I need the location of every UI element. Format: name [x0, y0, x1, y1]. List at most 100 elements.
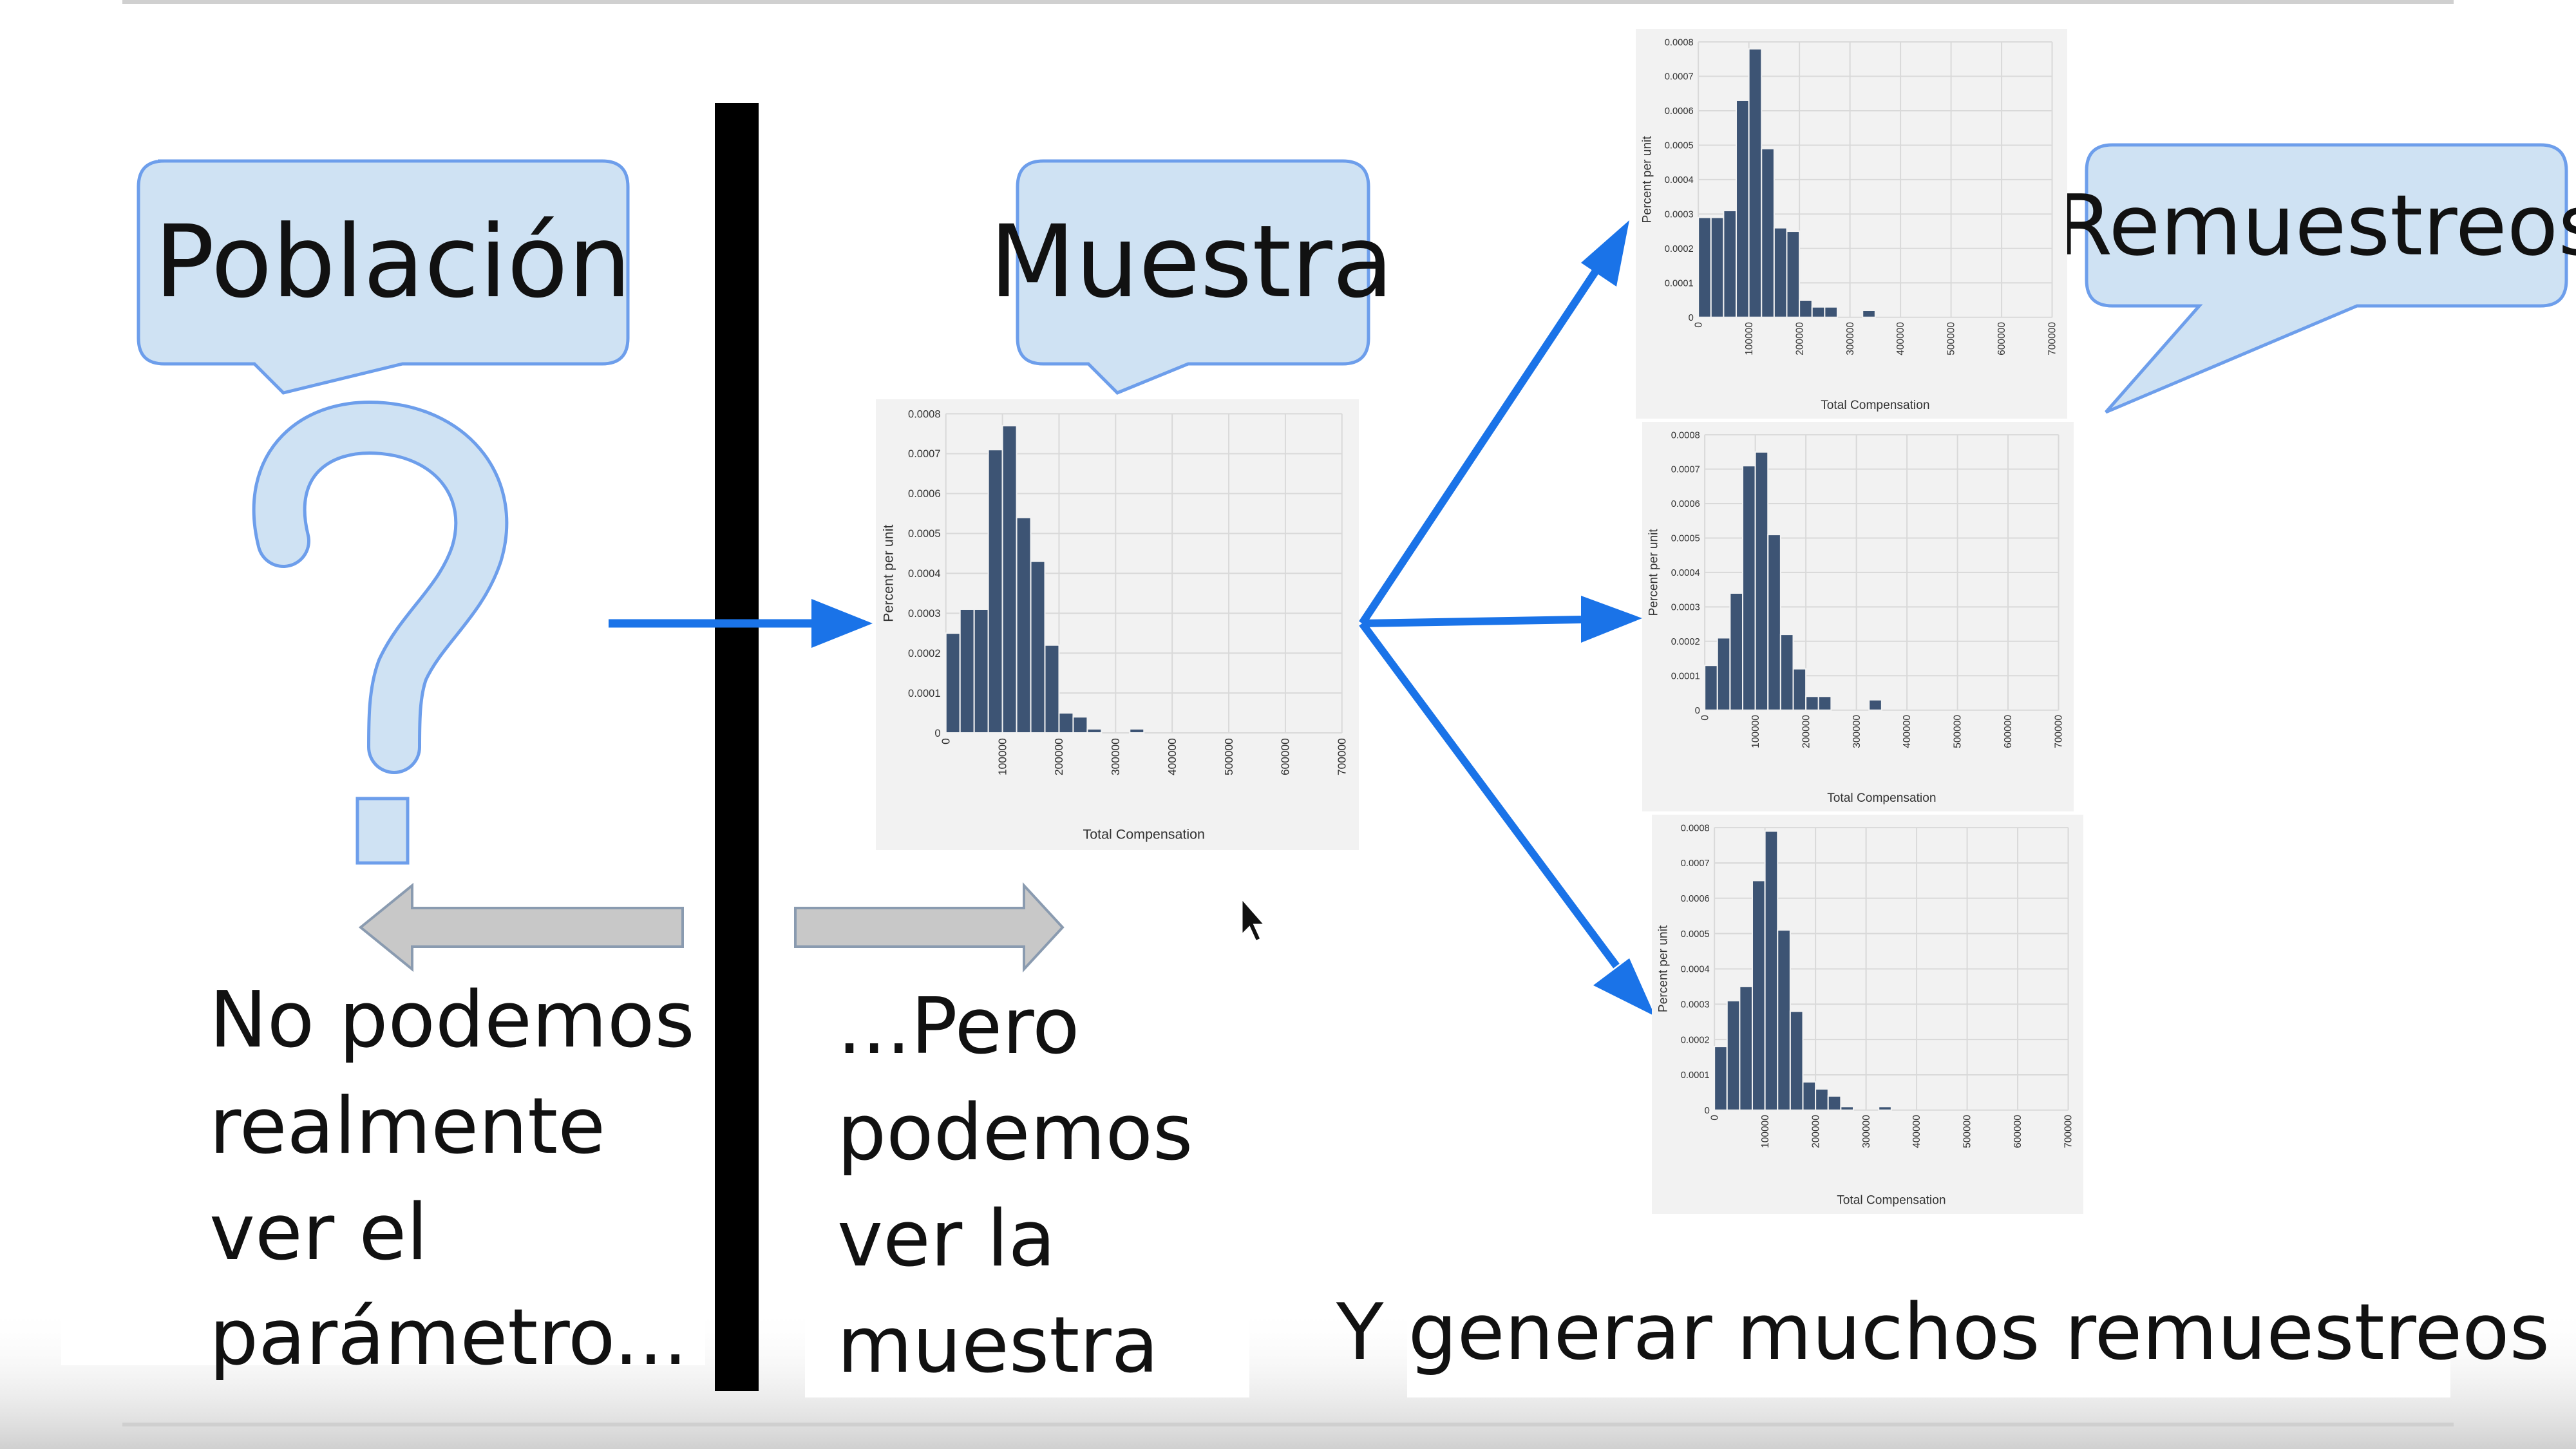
x-tick-label: 500000 [1222, 738, 1235, 775]
chart-background [1652, 815, 2083, 1214]
y-tick-label: 0.0003 [908, 608, 940, 620]
histogram-bar [1815, 1088, 1829, 1111]
left-block-arrow [358, 882, 684, 972]
y-tick-label: 0 [1695, 706, 1700, 716]
resamples-caption: Y generar muchos remuestreos [1336, 1288, 2550, 1378]
y-tick-label: 0.0001 [1681, 1070, 1710, 1081]
y-tick-label: 0.0002 [1681, 1035, 1710, 1045]
histogram-bar [1811, 306, 1826, 318]
y-tick-label: 0.0001 [1671, 671, 1700, 681]
x-axis-label: Total Compensation [1827, 791, 1936, 805]
y-tick-label: 0.0004 [908, 568, 940, 580]
histogram-bar [1086, 728, 1103, 734]
x-tick-label: 100000 [996, 738, 1009, 775]
chart-background [1642, 422, 2074, 811]
x-tick-label: 200000 [1794, 322, 1805, 355]
resamples-callout-label: Remuestreos [2054, 176, 2576, 274]
sample-callout-label: Muestra [989, 204, 1394, 320]
y-tick-label: 0.0008 [1681, 823, 1710, 833]
x-tick-label: 500000 [1946, 322, 1957, 355]
y-axis-label: Percent per unit [880, 525, 896, 622]
x-tick-label: 700000 [2047, 322, 2058, 355]
x-tick-label: 0 [1693, 322, 1704, 328]
x-tick-label: 600000 [1996, 322, 2007, 355]
histogram-bar [1044, 644, 1060, 734]
x-tick-label: 400000 [1902, 715, 1913, 748]
sample-histogram: 00.00010.00020.00030.00040.00050.00060.0… [876, 399, 1359, 850]
y-tick-label: 0.0003 [1665, 210, 1694, 220]
histogram-bar [1072, 716, 1088, 734]
x-axis-label: Total Compensation [1083, 827, 1205, 842]
histogram-bar [1777, 929, 1791, 1111]
population-callout: Población [137, 159, 632, 395]
x-tick-label: 300000 [1852, 715, 1862, 748]
x-tick-label: 100000 [1744, 322, 1755, 355]
histogram-bar [987, 449, 1003, 734]
y-tick-label: 0.0008 [1671, 430, 1700, 440]
y-tick-label: 0.0006 [1671, 499, 1700, 509]
x-tick-label: 0 [1700, 715, 1710, 721]
histogram-bar [1704, 665, 1718, 711]
histogram-bar [1698, 216, 1712, 318]
x-tick-label: 300000 [1861, 1115, 1872, 1148]
histogram-bar [1729, 592, 1744, 711]
y-tick-label: 0.0001 [1665, 278, 1694, 289]
y-tick-label: 0.0005 [1681, 929, 1710, 940]
x-tick-label: 100000 [1760, 1115, 1771, 1148]
histogram-bar [973, 608, 989, 734]
histogram-bar [1824, 306, 1838, 318]
x-tick-label: 200000 [1810, 1115, 1821, 1148]
y-tick-label: 0.0003 [1681, 999, 1710, 1010]
histogram-bar [1799, 299, 1813, 318]
histogram-bar [1764, 830, 1779, 1111]
population-caption-line-3: ver el [209, 1188, 428, 1278]
right-block-arrow [794, 882, 1065, 973]
x-tick-label: 200000 [1052, 738, 1065, 775]
y-tick-label: 0.0005 [908, 528, 940, 540]
y-tick-label: 0.0003 [1671, 603, 1700, 613]
y-tick-label: 0 [1705, 1106, 1710, 1116]
mouse-pointer-icon [1240, 896, 1267, 943]
x-tick-label: 500000 [1953, 715, 1964, 748]
histogram-bar [1016, 516, 1032, 734]
y-tick-label: 0.0008 [1665, 37, 1694, 48]
y-tick-label: 0.0008 [908, 408, 940, 420]
y-tick-label: 0.0007 [1681, 858, 1710, 869]
population-caption-line-4: parámetro... [209, 1293, 688, 1383]
question-mark-icon [252, 401, 509, 865]
x-tick-label: 300000 [1845, 322, 1856, 355]
x-tick-label: 400000 [1895, 322, 1906, 355]
sample-caption: ...Pero podemos ver la muestra [837, 982, 1218, 1390]
population-callout-label: Población [155, 204, 632, 320]
y-tick-label: 0.0002 [1671, 637, 1700, 647]
sample-to-resample-arrows [1358, 220, 1655, 1016]
x-tick-label: 700000 [2054, 715, 2065, 748]
histogram-bar [1736, 99, 1750, 318]
y-tick-label: 0.0007 [908, 448, 940, 460]
x-axis-label: Total Compensation [1837, 1194, 1946, 1208]
histogram-bar [1726, 999, 1741, 1111]
x-tick-label: 0 [1709, 1115, 1720, 1121]
population-sample-divider [715, 103, 759, 1391]
histogram-bar [1802, 1081, 1817, 1111]
x-tick-label: 100000 [1750, 715, 1761, 748]
x-tick-label: 400000 [1166, 738, 1179, 775]
histogram-bar [1868, 699, 1882, 711]
sample-callout: Muestra [989, 159, 1394, 395]
histogram-bar [1716, 637, 1731, 711]
y-tick-label: 0.0002 [1665, 244, 1694, 254]
resamples-callout: Remuestreos [2054, 143, 2576, 414]
resample-histogram-2: 00.00010.00020.00030.00040.00050.00060.0… [1642, 422, 2074, 811]
y-tick-label: 0.0007 [1665, 72, 1694, 82]
x-tick-label: 600000 [2012, 1115, 2023, 1148]
histogram-bar [1714, 1046, 1728, 1111]
right-caption-backdrop [1407, 1307, 2450, 1397]
y-tick-label: 0 [934, 728, 940, 739]
histogram-bar [1754, 451, 1769, 711]
x-tick-label: 600000 [1279, 738, 1292, 775]
histogram-bar [1058, 712, 1074, 734]
y-tick-label: 0.0004 [1681, 965, 1710, 975]
histogram-bar [1827, 1095, 1842, 1111]
chart-background [876, 399, 1359, 850]
